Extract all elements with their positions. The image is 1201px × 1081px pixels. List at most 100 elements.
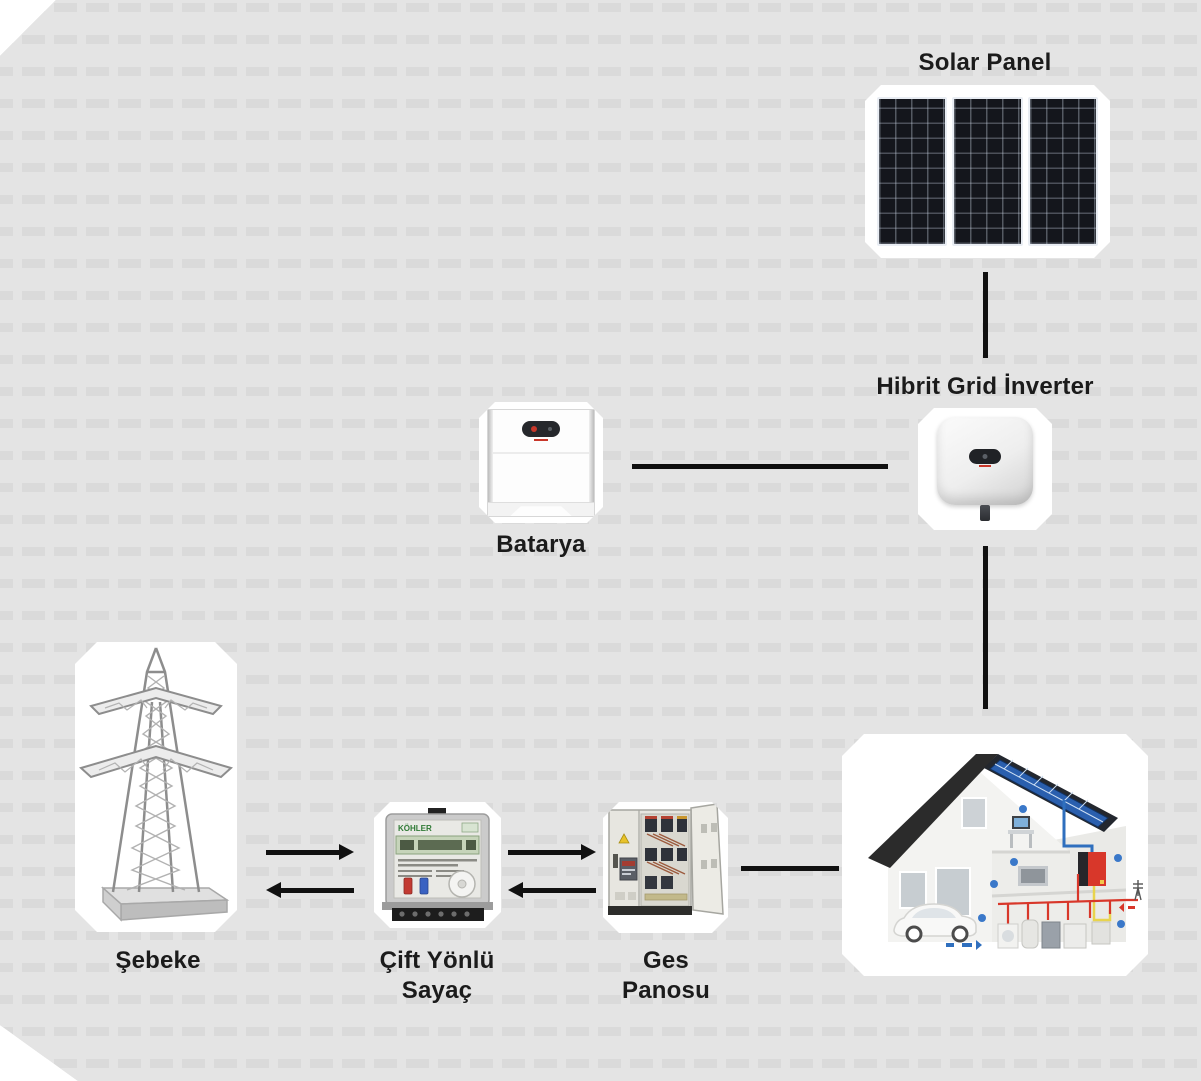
house-roof-solar-array xyxy=(990,760,1108,827)
meter-terminal-screws xyxy=(399,911,469,916)
battery-card xyxy=(479,402,603,523)
ges-panel-image xyxy=(603,802,728,933)
ges-panel-label: Ges Panosu xyxy=(566,946,766,1006)
meter-blue-button xyxy=(420,878,428,894)
pv-module xyxy=(952,97,1022,246)
pylon-crossarms xyxy=(81,688,231,777)
house-image xyxy=(842,734,1148,976)
pylon-base-side xyxy=(103,888,121,920)
solar-panel-label: Solar Panel xyxy=(918,49,1052,76)
meter-image: KÖHLER xyxy=(374,802,501,928)
pv-module xyxy=(877,97,947,246)
house-attic-window xyxy=(962,798,986,828)
house-tv-unit xyxy=(1018,866,1048,886)
meter-info-lines xyxy=(398,859,477,877)
battery-led xyxy=(534,439,548,441)
pylon-arm-lattice xyxy=(99,700,213,772)
meter-label-line1: Çift Yönlü xyxy=(379,947,495,974)
ges-panel-label-line2: Panosu xyxy=(622,977,710,1004)
ges-open-door xyxy=(691,804,723,914)
arrow-head-icon xyxy=(266,882,281,898)
meter-label-line2: Sayaç xyxy=(401,977,473,1004)
inverter-led xyxy=(979,465,991,467)
house-power-lines xyxy=(998,874,1126,926)
meter-red-button xyxy=(404,878,412,894)
house-dc-cable xyxy=(1064,800,1092,852)
ges-cabinet-vents xyxy=(615,892,636,900)
house-main-floor xyxy=(992,890,1126,896)
meter-type-plate xyxy=(462,823,478,832)
arrow-head-icon xyxy=(339,844,354,860)
house-grid-export xyxy=(1119,880,1143,912)
arrow-ges-to-meter xyxy=(508,882,596,898)
battery-edge xyxy=(488,410,493,516)
ges-panel-label-line1: Ges xyxy=(643,947,689,974)
grid-pylon-card xyxy=(75,642,237,932)
ges-display-row xyxy=(622,873,631,875)
battery-body xyxy=(487,409,595,517)
arrow-grid-to-meter xyxy=(266,844,354,860)
battery-logo-dot xyxy=(531,426,537,432)
arrow-shaft xyxy=(279,888,354,893)
house-appliances xyxy=(998,920,1110,948)
meter-brand-text: KÖHLER xyxy=(398,824,432,833)
meter-lcd-digits xyxy=(466,840,476,850)
ges-display-screen xyxy=(622,861,635,866)
house-attic-desk xyxy=(1008,816,1034,848)
house-roof-left xyxy=(868,754,998,868)
inverter-display xyxy=(969,449,1001,464)
ges-warning-icon xyxy=(619,834,629,843)
battery-seam xyxy=(493,452,589,454)
battery-display xyxy=(522,421,560,437)
house-charge-arrows xyxy=(946,940,982,950)
arrow-head-icon xyxy=(508,882,523,898)
inverter-connector-stub xyxy=(980,505,990,521)
pylon-lattice xyxy=(127,676,185,890)
meter-lower-rail xyxy=(382,902,493,910)
arrow-shaft xyxy=(508,850,583,855)
house-wifi-icons xyxy=(978,805,1125,928)
meter-top-tab xyxy=(428,808,446,816)
meter-lcd-digits xyxy=(418,840,462,850)
arrow-shaft xyxy=(521,888,596,893)
arrow-meter-to-ges xyxy=(508,844,596,860)
arrow-shaft xyxy=(266,850,341,855)
inverter-card xyxy=(918,408,1052,530)
house-window xyxy=(900,872,926,908)
house-card xyxy=(842,734,1148,976)
battery-edge xyxy=(589,410,594,516)
house-inner-wall xyxy=(992,852,1070,942)
house-electric-car xyxy=(894,904,976,941)
battery-display-dot xyxy=(548,427,552,431)
connector-ges-to-house xyxy=(741,866,839,871)
ges-bus-bar xyxy=(645,894,687,900)
battery-image xyxy=(479,402,603,523)
connector-inverter-to-house xyxy=(983,546,988,709)
pylon-image xyxy=(75,642,237,932)
connector-battery-to-inverter xyxy=(632,464,888,469)
ges-panel-card xyxy=(603,802,728,933)
solar-panel-card xyxy=(865,85,1110,258)
solar-panel-image xyxy=(877,97,1098,246)
battery-feet xyxy=(488,502,594,516)
inverter-display-dot xyxy=(983,454,988,459)
meter-terminal-block xyxy=(392,908,484,921)
grid-label: Şebeke xyxy=(115,947,201,974)
house-yellow-cable xyxy=(1094,886,1110,920)
inverter-label: Hibrit Grid İnverter xyxy=(876,373,1094,400)
connector-solar-to-inverter xyxy=(983,272,988,358)
pylon-frame xyxy=(113,648,199,892)
meter-dial-center xyxy=(458,880,466,888)
inverter-body xyxy=(937,417,1033,505)
ges-plinth xyxy=(608,906,692,915)
ges-wiring xyxy=(647,834,685,874)
ges-breaker-row xyxy=(645,848,687,889)
ges-display-row xyxy=(622,869,635,871)
house-wall-inverter xyxy=(1078,852,1106,886)
ges-door-vents xyxy=(701,823,717,869)
inverter-image xyxy=(918,408,1052,530)
ges-door-handle xyxy=(613,854,618,868)
pv-module xyxy=(1028,97,1098,246)
arrow-head-icon xyxy=(581,844,596,860)
